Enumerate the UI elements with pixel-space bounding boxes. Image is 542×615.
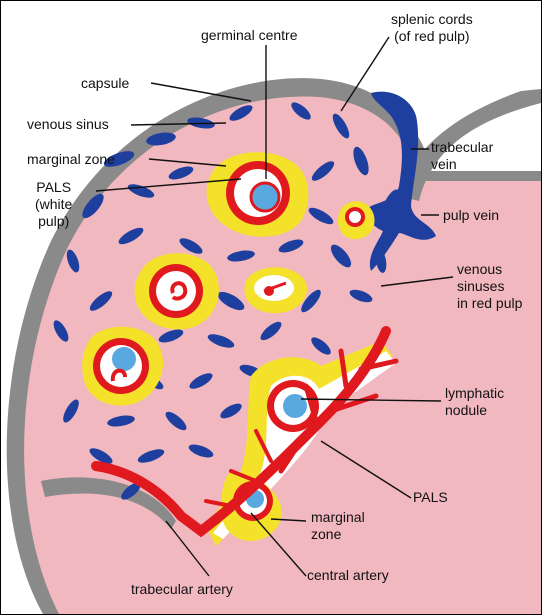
white-pulp-nodule-3 [135, 253, 219, 329]
label-lymphatic-nodule: lymphatic nodule [445, 385, 504, 419]
label-pulp-vein: pulp vein [443, 207, 499, 224]
label-marginal-zone-bottom: marginal zone [311, 509, 365, 543]
label-venous-sinuses-line1: venous [457, 261, 522, 278]
label-trabecular-vein-line1: trabecular [431, 139, 493, 156]
label-venous-sinuses-red-pulp: venous sinuses in red pulp [457, 261, 522, 312]
label-splenic-cords: splenic cords (of red pulp) [391, 11, 473, 45]
label-lymphatic-nodule-line1: lymphatic [445, 385, 504, 402]
label-trabecular-vein: trabecular vein [431, 139, 493, 173]
label-splenic-cords-line1: splenic cords [391, 11, 473, 28]
label-marginal-zone-top: marginal zone [27, 151, 115, 168]
label-capsule: capsule [81, 75, 129, 92]
label-trabecular-artery: trabecular artery [131, 581, 233, 598]
label-pals-line3: pulp) [35, 213, 72, 230]
label-venous-sinuses-line3: in red pulp [457, 295, 522, 312]
label-central-artery: central artery [307, 567, 389, 584]
label-lymphatic-nodule-line2: nodule [445, 402, 504, 419]
label-pals-line2: (white [35, 196, 72, 213]
label-pals-white-pulp: PALS (white pulp) [35, 179, 72, 230]
label-trabecular-vein-line2: vein [431, 156, 493, 173]
label-marginal-zone-line1: marginal [311, 509, 365, 526]
label-germinal-centre: germinal centre [201, 27, 298, 44]
label-venous-sinuses-line2: sinuses [457, 278, 522, 295]
label-venous-sinus: venous sinus [27, 116, 109, 133]
label-marginal-zone-line2: zone [311, 526, 365, 543]
label-splenic-cords-line2: (of red pulp) [391, 28, 473, 45]
white-pulp-nodule-2 [338, 201, 375, 239]
label-pals-bottom: PALS [413, 489, 448, 506]
label-pals-line1: PALS [35, 179, 72, 196]
